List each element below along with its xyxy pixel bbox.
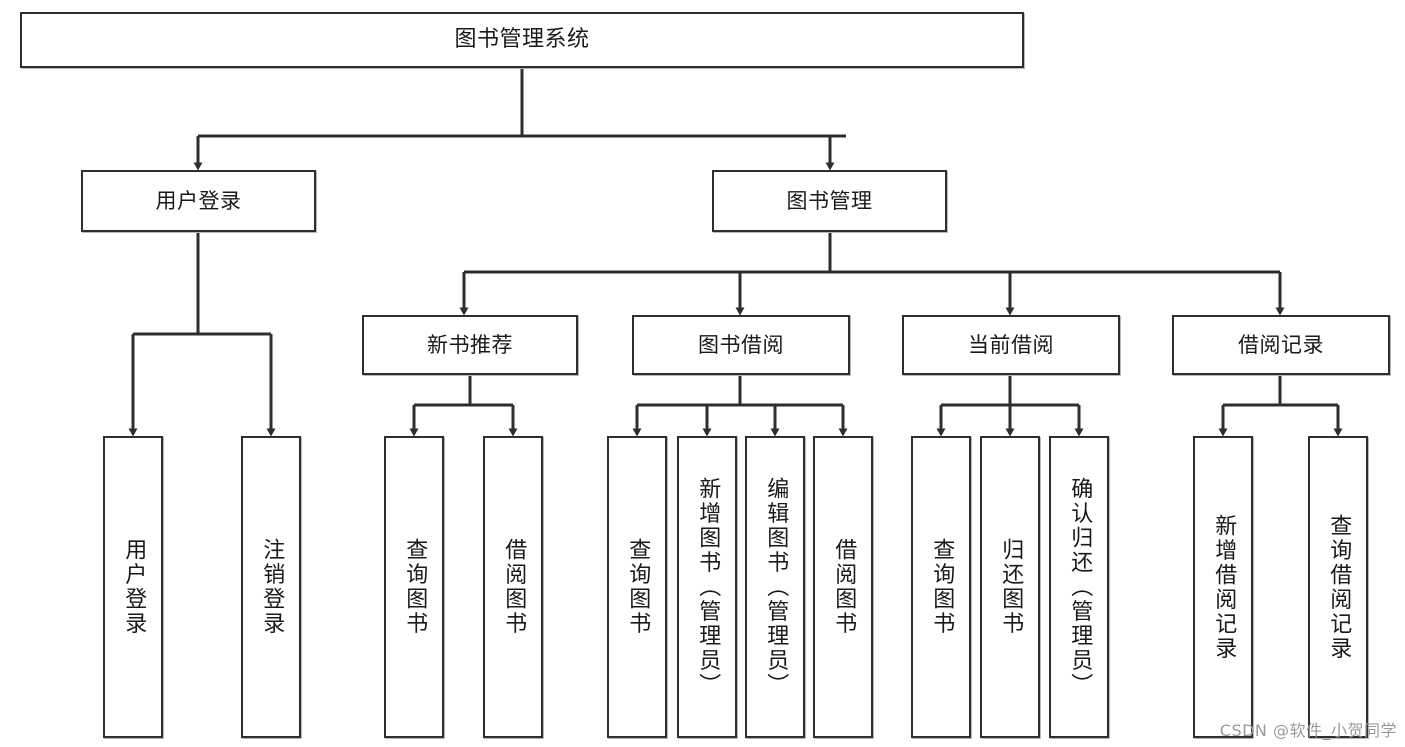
node-label: 新增借阅记录	[1211, 513, 1237, 661]
node-label: 归还图书	[998, 538, 1024, 636]
leaf-new-book-borrow[interactable]: 借阅图书	[483, 436, 543, 738]
leaf-borrow-add-book-admin[interactable]: 新增图书（管理员）	[677, 436, 737, 738]
node-user-login[interactable]: 用户登录	[81, 170, 316, 232]
node-book-management[interactable]: 图书管理	[712, 170, 947, 232]
node-book-borrow[interactable]: 图书借阅	[632, 315, 850, 375]
leaf-current-query-book[interactable]: 查询图书	[911, 436, 971, 738]
node-new-book-recommend[interactable]: 新书推荐	[362, 315, 578, 375]
node-label: 借阅图书	[501, 538, 527, 636]
node-label: 图书管理系统	[454, 27, 590, 53]
leaf-record-query-record[interactable]: 查询借阅记录	[1308, 436, 1368, 738]
node-label: 借阅记录	[1238, 332, 1324, 357]
leaf-user-login-login[interactable]: 用户登录	[103, 436, 163, 738]
leaf-current-return-book[interactable]: 归还图书	[980, 436, 1040, 738]
node-label: 借阅图书	[831, 538, 857, 636]
leaf-current-confirm-return-admin[interactable]: 确认归还（管理员）	[1049, 436, 1109, 738]
node-label: 查询图书	[929, 538, 955, 636]
leaf-new-book-query[interactable]: 查询图书	[384, 436, 444, 738]
node-label: 注销登录	[259, 538, 285, 636]
watermark-text: CSDN @软件_小贺同学	[1219, 721, 1397, 740]
node-current-borrow[interactable]: 当前借阅	[902, 315, 1120, 375]
leaf-borrow-edit-book-admin[interactable]: 编辑图书（管理员）	[745, 436, 805, 738]
node-label: 确认归还（管理员）	[1067, 476, 1093, 698]
node-label: 图书借阅	[698, 332, 784, 357]
node-label: 用户登录	[121, 538, 147, 636]
leaf-borrow-query-book[interactable]: 查询图书	[607, 436, 667, 738]
node-label: 查询图书	[625, 538, 651, 636]
node-root-system[interactable]: 图书管理系统	[20, 12, 1024, 68]
node-label: 新书推荐	[427, 332, 513, 357]
node-label: 用户登录	[155, 188, 242, 213]
node-label: 编辑图书（管理员）	[763, 476, 789, 698]
node-label: 新增图书（管理员）	[695, 476, 721, 698]
node-borrow-record[interactable]: 借阅记录	[1172, 315, 1390, 375]
leaf-user-login-logout[interactable]: 注销登录	[241, 436, 301, 738]
leaf-record-add-record[interactable]: 新增借阅记录	[1193, 436, 1253, 738]
node-label: 当前借阅	[968, 332, 1054, 357]
node-label: 查询借阅记录	[1326, 513, 1352, 661]
node-label: 图书管理	[786, 188, 873, 213]
node-label: 查询图书	[402, 538, 428, 636]
leaf-borrow-borrow-book[interactable]: 借阅图书	[813, 436, 873, 738]
